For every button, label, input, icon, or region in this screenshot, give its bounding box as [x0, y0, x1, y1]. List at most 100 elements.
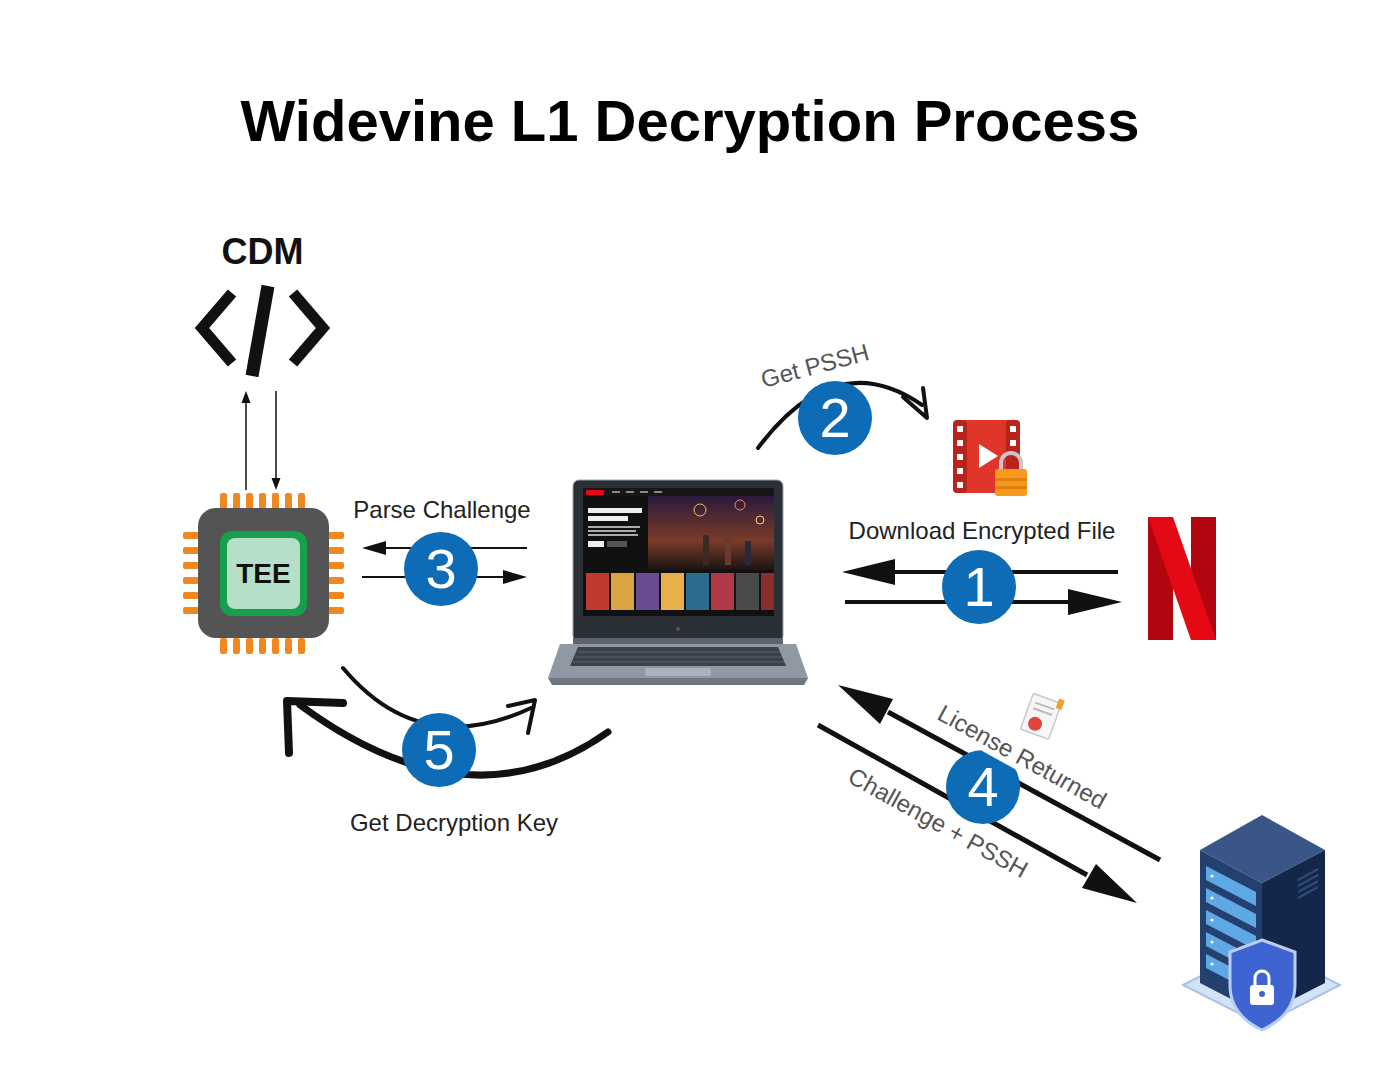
encrypted-file-icon — [995, 469, 1027, 496]
laptop-illustration — [588, 508, 642, 513]
curved-arrow — [903, 388, 927, 418]
encrypted-file-icon — [957, 426, 963, 432]
server-illustration — [1210, 940, 1213, 943]
curved-arrow — [287, 701, 343, 753]
laptop-illustration — [745, 541, 751, 565]
straight-arrow — [1068, 589, 1122, 615]
encrypted-file-icon — [1001, 453, 1021, 470]
chip-outline — [298, 638, 305, 654]
server-illustration — [1183, 815, 1340, 1030]
laptop-illustration — [736, 573, 759, 610]
encrypted-file-icon — [1010, 426, 1016, 432]
chip-outline — [272, 638, 279, 654]
laptop-illustration — [588, 516, 628, 521]
chip-outline — [220, 531, 307, 616]
callout-number: 5 — [423, 720, 454, 780]
netflix-logo — [1148, 517, 1216, 640]
encrypted-file-icon — [1010, 440, 1016, 446]
chip-outline — [246, 493, 253, 509]
chip-outline — [233, 493, 240, 509]
laptop-illustration — [676, 627, 680, 631]
certificate-icon — [1026, 715, 1044, 733]
laptop-illustration — [611, 573, 634, 610]
server-illustration — [1298, 881, 1318, 892]
callout-number: 1 — [963, 557, 994, 617]
callout-circle: 2 — [798, 381, 872, 455]
cdm-heading: CDM — [222, 228, 304, 276]
laptop-illustration — [626, 491, 634, 493]
laptop-illustration — [548, 644, 808, 678]
chip-outline — [298, 493, 305, 509]
laptop-illustration — [573, 480, 783, 642]
callout-circle: 1 — [942, 550, 1016, 624]
laptop-illustration — [588, 534, 638, 536]
straight-arrow — [503, 570, 527, 584]
chip-outline — [259, 638, 266, 654]
laptop-illustration — [573, 662, 784, 663]
node-text-group: 2 — [798, 381, 872, 455]
laptop-illustration — [756, 516, 764, 524]
laptop-illustration — [588, 541, 604, 547]
laptop-illustration — [711, 573, 734, 610]
laptop-illustration — [703, 535, 709, 565]
server-illustration — [1210, 874, 1213, 877]
certificate-icon — [1033, 708, 1052, 715]
chip-outline — [285, 493, 292, 509]
laptop-illustration — [640, 491, 648, 493]
chip-outline — [328, 532, 344, 539]
encrypted-file-icon — [995, 486, 1027, 489]
laptop-illustration — [575, 657, 782, 658]
straight-arrow — [818, 725, 1087, 875]
encrypted-file-icon — [953, 420, 1027, 496]
arrow-head — [272, 478, 281, 490]
laptop-illustration — [735, 500, 745, 510]
chip-label: TEE — [236, 558, 290, 590]
chip-outline — [183, 607, 199, 614]
server-illustration — [1210, 874, 1213, 965]
callout-number: 2 — [819, 388, 850, 448]
connector-line — [245, 403, 247, 490]
chip-outline — [183, 577, 199, 584]
connector — [242, 391, 251, 490]
callout-circle: 5 — [402, 713, 476, 787]
curved-arrow — [508, 700, 535, 733]
laptop-illustration — [583, 488, 774, 496]
server-illustration — [1210, 962, 1213, 965]
server-illustration — [1298, 887, 1318, 898]
server-illustration — [1210, 896, 1213, 899]
laptop-illustration — [654, 491, 662, 493]
chip-outline — [220, 493, 227, 509]
code-icon — [293, 293, 323, 363]
encrypted-file-icon — [957, 468, 963, 474]
diagram-title: Widevine L1 Decryption Process — [0, 86, 1380, 156]
laptop-illustration — [586, 573, 609, 610]
laptop-illustration — [570, 647, 786, 666]
callout-number: 3 — [425, 539, 456, 599]
chip-outline — [328, 592, 344, 599]
node-text-group: CDM — [190, 228, 335, 276]
laptop-illustration — [607, 541, 627, 547]
certificate-icon — [1035, 703, 1054, 710]
laptop-illustration — [588, 526, 640, 528]
server-illustration — [1298, 869, 1318, 898]
encrypted-file-icon — [953, 420, 967, 493]
chip-outline — [285, 638, 292, 654]
chip-outline — [233, 638, 240, 654]
encrypted-file-icon — [957, 454, 963, 460]
encrypted-file-icon — [957, 482, 963, 488]
netflix-logo — [1148, 517, 1216, 640]
callout-number: 4 — [967, 757, 998, 817]
chip-outline — [328, 607, 344, 614]
laptop-illustration — [573, 638, 783, 644]
certificate-icon — [1020, 690, 1064, 740]
connector — [272, 391, 281, 490]
connector-line — [275, 391, 277, 478]
chip-outline — [259, 493, 266, 509]
laptop-illustration — [588, 530, 636, 532]
server-illustration — [1298, 875, 1318, 886]
node-text-group: 1 — [942, 550, 1016, 624]
laptop-illustration — [694, 504, 706, 516]
laptop-illustration — [583, 488, 774, 616]
chip-outline — [328, 547, 344, 554]
